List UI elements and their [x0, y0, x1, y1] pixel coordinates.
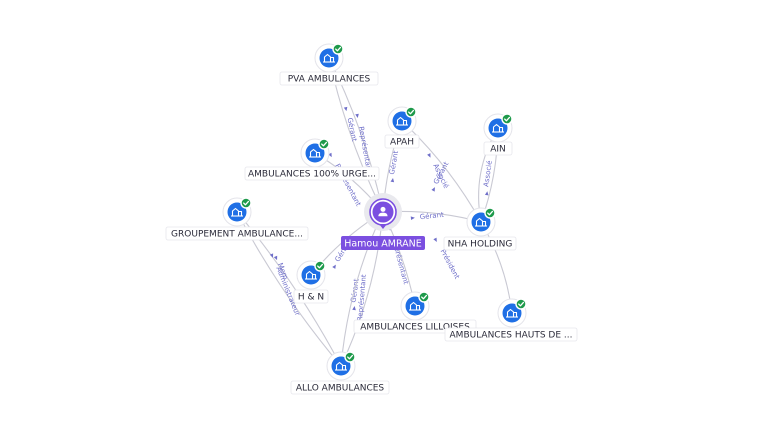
company-node[interactable]: PVA AMBULANCES [279, 43, 379, 86]
relation-arrow [484, 191, 489, 196]
relation-arrow [273, 255, 278, 261]
graph-nodes: PVA AMBULANCES APAH AIN AMBULANCES 100% URG… [165, 43, 578, 395]
company-label-box [444, 327, 578, 342]
verified-check-icon [501, 113, 513, 125]
company-label-box [244, 166, 380, 181]
company-label-box [443, 236, 517, 251]
center-label-box [341, 236, 425, 250]
company-node[interactable]: ALLO AMBULANCES [290, 351, 390, 395]
building-icon [301, 265, 321, 285]
company-label: AMBULANCES 100% URGE... [248, 170, 376, 180]
company-node[interactable]: AMBULANCES HAUTS DE ... [444, 298, 578, 342]
company-label: ALLO AMBULANCES [296, 384, 385, 394]
center-label: Hamou AMRANE [344, 239, 422, 250]
company-label: AMBULANCES HAUTS DE ... [450, 331, 573, 341]
verified-check-icon [344, 351, 356, 363]
company-label: GROUPEMENT AMBULANCE... [171, 230, 303, 240]
company-node[interactable]: NHA HOLDING [443, 207, 517, 251]
relation-label: Gérant [419, 211, 444, 221]
company-label: NHA HOLDING [448, 240, 513, 250]
relation-arrow [332, 264, 336, 269]
building-icon [405, 296, 425, 316]
relation-label: Associé [482, 160, 494, 187]
company-label: APAH [390, 138, 414, 148]
company-label: H & N [298, 293, 324, 303]
relation-arrow [427, 153, 431, 158]
relation-arrow [410, 216, 415, 221]
relation-arrow [269, 253, 274, 258]
relation-arrow [328, 152, 332, 158]
person-icon [372, 201, 394, 223]
relation-label: Gérant [349, 278, 360, 303]
company-label-box [165, 226, 309, 241]
relation-arrow [352, 306, 356, 311]
building-icon [502, 303, 522, 323]
verified-check-icon [318, 138, 330, 150]
center-node-pointer [379, 224, 387, 229]
company-label-box [290, 380, 390, 395]
building-icon [488, 118, 508, 138]
relation-arrow [390, 177, 395, 183]
company-label: AIN [490, 145, 506, 155]
company-node[interactable]: AMBULANCES 100% URGE... [244, 138, 380, 181]
verified-check-icon [515, 298, 527, 310]
company-node[interactable]: H & N [293, 260, 329, 304]
company-label-box [483, 141, 513, 156]
company-label: PVA AMBULANCES [288, 75, 371, 85]
relation-label: Président [439, 248, 462, 281]
company-label-box [279, 71, 379, 86]
building-icon [331, 356, 351, 376]
verified-check-icon [240, 197, 252, 209]
verified-check-icon [332, 43, 344, 55]
company-node[interactable]: AIN [483, 113, 513, 156]
building-icon [305, 143, 325, 163]
relation-edge[interactable]: Président [433, 221, 513, 314]
center-person-node[interactable]: Hamou AMRANE [341, 193, 425, 250]
relation-arrow [343, 106, 348, 112]
relation-label: Gérant [388, 150, 400, 175]
verified-check-icon [484, 207, 496, 219]
verified-check-icon [405, 106, 417, 118]
company-node[interactable]: GROUPEMENT AMBULANCE... [165, 197, 309, 241]
building-icon [471, 212, 491, 232]
relation-edge[interactable]: Représentant [340, 211, 384, 367]
verified-check-icon [418, 291, 430, 303]
company-node[interactable]: APAH [384, 106, 420, 149]
company-label-box [293, 289, 329, 304]
building-icon [319, 48, 339, 68]
company-node[interactable]: AMBULANCES LILLOISES [353, 291, 477, 334]
relation-arrow [431, 187, 435, 192]
building-icon [392, 111, 412, 131]
relation-label: Représentant [357, 126, 373, 174]
company-label: AMBULANCES LILLOISES [360, 323, 470, 333]
building-icon [227, 202, 247, 222]
verified-check-icon [314, 260, 326, 272]
relation-arrow [355, 113, 359, 119]
relation-arrow [433, 237, 437, 242]
company-label-box [384, 134, 420, 149]
